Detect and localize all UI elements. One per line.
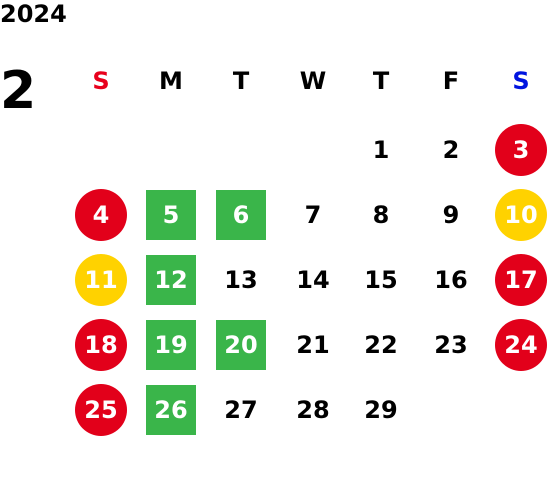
calendar-year: 2024 <box>0 0 67 28</box>
weekday-label: W <box>299 67 327 95</box>
calendar-day-12[interactable]: 12 <box>146 255 196 305</box>
weekday-label: T <box>232 67 250 95</box>
calendar-day-19[interactable]: 19 <box>146 320 196 370</box>
calendar-day-23[interactable]: 23 <box>434 331 468 359</box>
calendar-day-15[interactable]: 15 <box>364 266 398 294</box>
calendar-day-9[interactable]: 9 <box>442 201 460 229</box>
weekday-label: S <box>512 67 530 95</box>
calendar-day-16[interactable]: 16 <box>434 266 468 294</box>
calendar-day-24[interactable]: 24 <box>495 319 547 371</box>
calendar-month: 2 <box>0 61 37 121</box>
calendar-day-14[interactable]: 14 <box>296 266 330 294</box>
calendar-day-7[interactable]: 7 <box>304 201 322 229</box>
weekday-label: M <box>159 67 183 95</box>
calendar-day-5[interactable]: 5 <box>146 190 196 240</box>
calendar-day-18[interactable]: 18 <box>75 319 127 371</box>
weekday-label: T <box>372 67 390 95</box>
weekday-label: S <box>92 67 110 95</box>
calendar-day-21[interactable]: 21 <box>296 331 330 359</box>
calendar-day-22[interactable]: 22 <box>364 331 398 359</box>
calendar-day-13[interactable]: 13 <box>224 266 258 294</box>
calendar-day-20[interactable]: 20 <box>216 320 266 370</box>
calendar-day-29[interactable]: 29 <box>364 396 398 424</box>
calendar-day-10[interactable]: 10 <box>495 189 547 241</box>
calendar-day-27[interactable]: 27 <box>224 396 258 424</box>
weekday-label: F <box>442 67 460 95</box>
calendar-day-11[interactable]: 11 <box>75 254 127 306</box>
calendar-day-2[interactable]: 2 <box>442 136 460 164</box>
calendar-day-8[interactable]: 8 <box>372 201 390 229</box>
calendar-day-1[interactable]: 1 <box>372 136 390 164</box>
calendar-day-4[interactable]: 4 <box>75 189 127 241</box>
calendar-day-3[interactable]: 3 <box>495 124 547 176</box>
calendar-day-25[interactable]: 25 <box>75 384 127 436</box>
calendar-day-26[interactable]: 26 <box>146 385 196 435</box>
calendar-day-28[interactable]: 28 <box>296 396 330 424</box>
calendar-day-17[interactable]: 17 <box>495 254 547 306</box>
calendar-day-6[interactable]: 6 <box>216 190 266 240</box>
